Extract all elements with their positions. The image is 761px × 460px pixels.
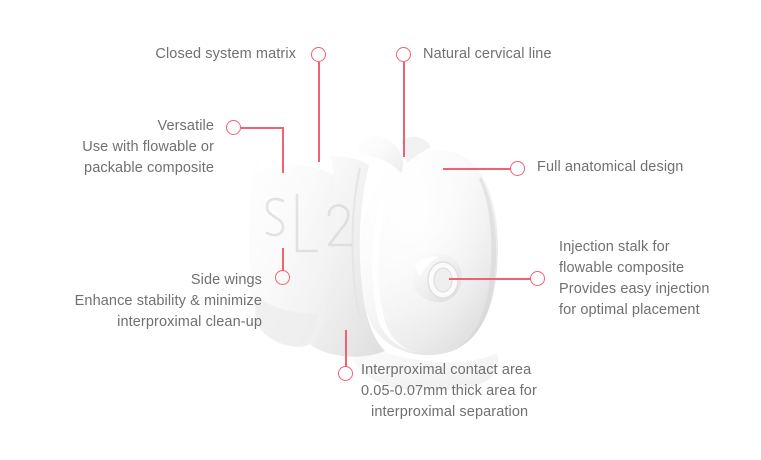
leader-injection-stalk <box>449 278 531 280</box>
callout-line: Use with flowable or <box>82 139 214 155</box>
callout-side-wings: Side wings Enhance stability & minimize … <box>0 270 262 333</box>
callout-full-anatomical-design: Full anatomical design <box>537 157 757 178</box>
node-interproximal-contact-area <box>338 366 353 381</box>
product-reflection <box>351 340 499 390</box>
injection-stalk <box>412 253 462 303</box>
leader-versatile-horizontal <box>241 127 283 129</box>
callout-closed-system-matrix: Closed system matrix <box>0 44 296 65</box>
callout-line: interproximal separation <box>371 404 529 420</box>
node-injection-stalk <box>530 271 545 286</box>
callout-line: Enhance stability & minimize <box>74 293 262 309</box>
leader-natural-cervical-line <box>403 62 405 157</box>
leader-side-wings <box>282 248 284 271</box>
callout-line: for optimal placement <box>559 302 700 318</box>
callout-line: Closed system matrix <box>155 46 296 62</box>
callout-line: Side wings <box>190 272 262 288</box>
callout-line: Natural cervical line <box>423 46 552 62</box>
cervical-crest <box>357 136 431 173</box>
node-side-wings <box>275 270 290 285</box>
leader-versatile-vertical <box>282 127 284 173</box>
callout-natural-cervical-line: Natural cervical line <box>423 44 723 65</box>
callout-line: packable composite <box>84 160 214 176</box>
callout-line: Interproximal contact area <box>361 362 532 378</box>
callout-line: Provides easy injection <box>559 281 710 297</box>
side-wing <box>249 142 353 347</box>
node-full-anatomical-design <box>510 161 525 176</box>
callout-line: Versatile <box>157 118 214 134</box>
node-closed-system-matrix <box>311 47 326 62</box>
product-body <box>359 150 498 356</box>
leader-closed-system-matrix <box>318 62 320 162</box>
callout-interproximal-contact-area: Interproximal contact area 0.05-0.07mm t… <box>361 360 631 423</box>
node-natural-cervical-line <box>396 47 411 62</box>
callout-line: interproximal clean-up <box>117 314 262 330</box>
callout-line: Injection stalk for <box>559 239 670 255</box>
callout-injection-stalk: Injection stalk for flowable composite P… <box>559 237 761 321</box>
product-image <box>245 125 515 390</box>
callout-line: flowable composite <box>559 260 685 276</box>
leader-full-anatomical-design <box>443 168 511 170</box>
callout-versatile: Versatile Use with flowable or packable … <box>0 116 214 179</box>
node-versatile <box>226 120 241 135</box>
embossed-label <box>265 193 353 253</box>
leader-interproximal-contact-area <box>345 330 347 367</box>
callout-line: Full anatomical design <box>537 159 684 175</box>
callout-line: 0.05-0.07mm thick area for <box>361 383 537 399</box>
